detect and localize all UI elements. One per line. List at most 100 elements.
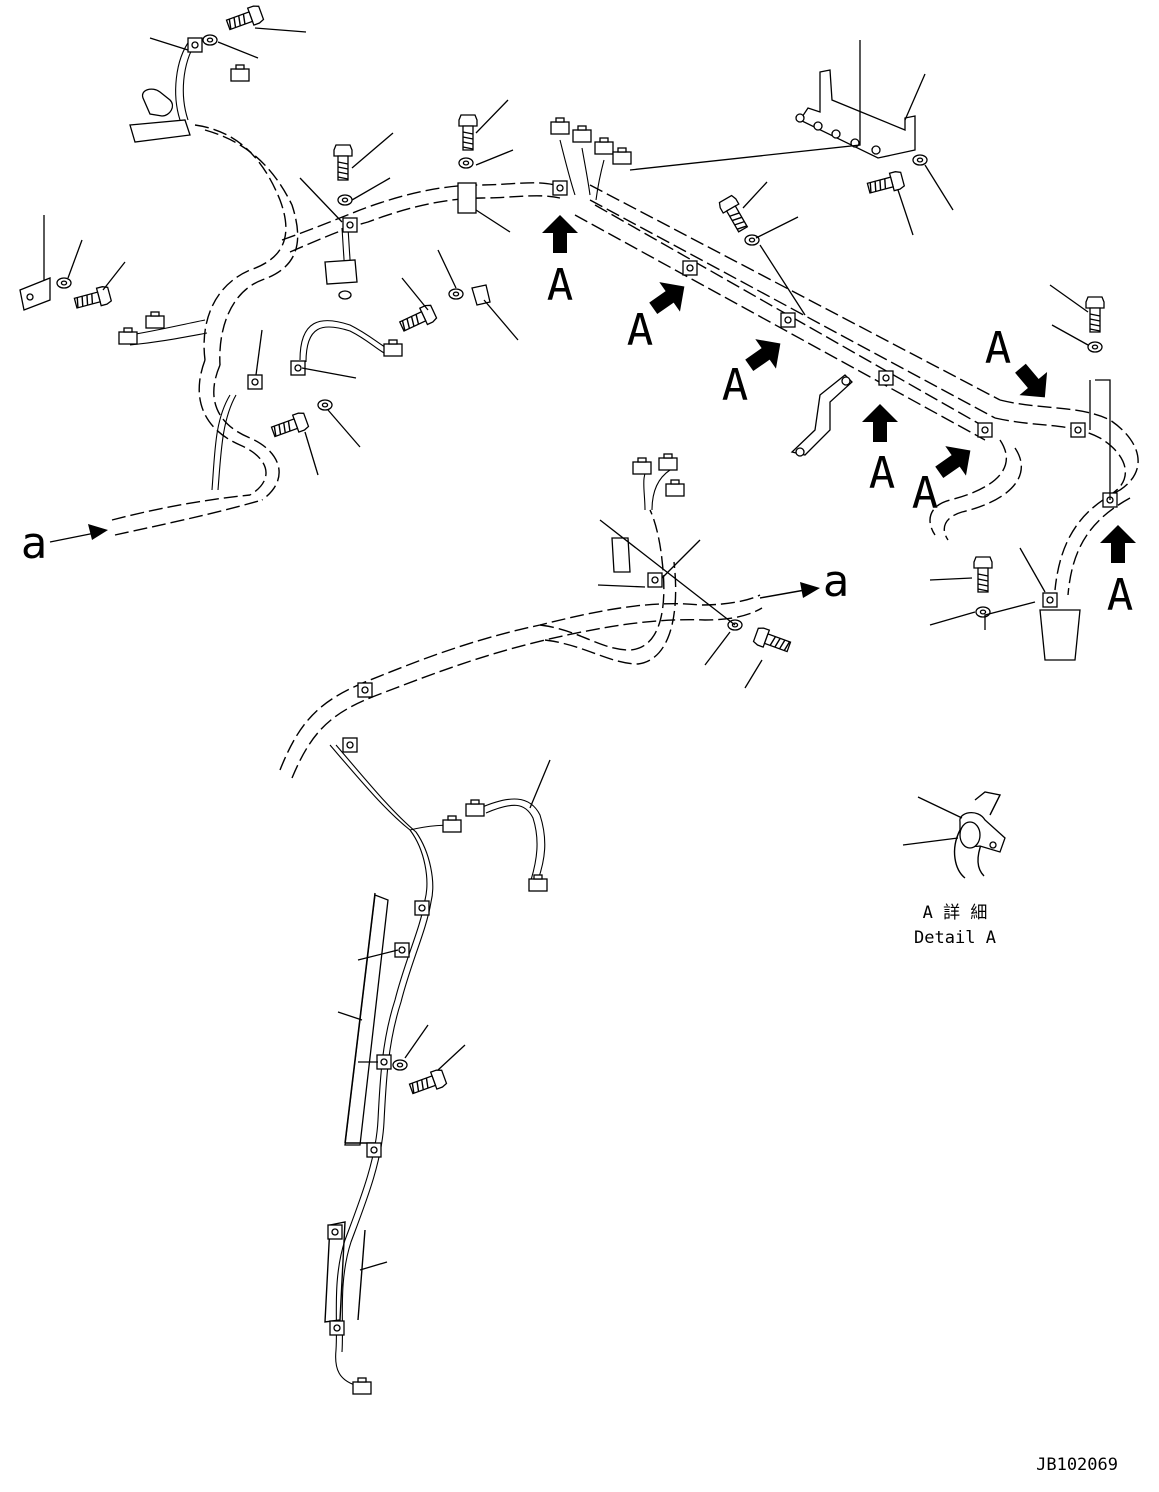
filled-arrow-icon <box>1100 525 1136 563</box>
connector-icon <box>632 457 652 475</box>
harness-upper-mid <box>281 182 561 276</box>
section-arrow-7: A <box>1100 525 1136 621</box>
clamp-icon <box>1070 422 1086 438</box>
washer-icon <box>56 277 72 289</box>
connection-label: a <box>823 556 850 607</box>
bolt-icon <box>717 193 752 235</box>
bolt-icon <box>973 556 993 593</box>
connector-icon <box>145 311 165 329</box>
harness-diagonal <box>574 184 1139 596</box>
hardware-upper-center <box>324 114 478 300</box>
hardware-bracket-top-right <box>717 69 928 246</box>
bolt-icon <box>224 3 265 34</box>
connection-marker-right: a <box>759 556 850 607</box>
connector-icon <box>442 815 462 833</box>
filled-arrow-icon <box>1006 356 1059 409</box>
clamp-icon <box>187 37 203 53</box>
connector-icon <box>572 125 592 143</box>
bolt-icon <box>752 625 793 656</box>
section-arrow-1: A <box>542 215 578 311</box>
filled-arrow-icon <box>862 404 898 442</box>
connector-icon <box>118 327 138 345</box>
section-arrow-2: A <box>627 271 695 356</box>
section-arrow-3: A <box>722 328 791 411</box>
section-label: A <box>912 468 939 519</box>
connector-icon <box>383 339 403 357</box>
clamp-icon <box>376 1054 392 1070</box>
connector-icon <box>352 1377 372 1395</box>
clamp-icon <box>342 217 358 233</box>
clamp-icon <box>247 374 263 390</box>
hardware-top-left <box>129 3 265 143</box>
detail-a-inset: A 詳 細 Detail A <box>902 791 1006 948</box>
bolt-icon <box>269 410 310 441</box>
clamp-icon <box>647 572 663 588</box>
hardware-right <box>973 296 1105 661</box>
clamp-icon <box>682 260 698 276</box>
detail-en-label: Detail A <box>914 928 996 948</box>
connector-icon <box>230 64 250 82</box>
hardware-lower-center <box>342 453 793 892</box>
harness-mid-left-wire <box>129 319 391 491</box>
clamp-icon <box>552 180 568 196</box>
washer-icon <box>1087 341 1103 353</box>
clamp-icon <box>357 682 373 698</box>
washer-icon <box>202 34 218 46</box>
washer-icon <box>392 1059 408 1071</box>
clamp-icon <box>329 1320 345 1336</box>
connection-label: a <box>21 518 48 569</box>
clamp-icon <box>327 1224 343 1240</box>
section-label: A <box>722 360 749 411</box>
harness-lower <box>279 464 763 779</box>
filled-arrow-icon <box>1100 525 1136 563</box>
connection-marker-left: a <box>21 518 108 569</box>
bolt-icon <box>407 1067 448 1098</box>
leader-lines <box>43 27 1111 1271</box>
connector-icon <box>550 117 570 135</box>
section-arrow-6: A <box>985 323 1059 409</box>
bolt-icon <box>72 284 113 313</box>
filled-arrow-icon <box>1006 356 1059 409</box>
clamp-icon <box>1042 592 1058 608</box>
washer-icon <box>448 288 464 300</box>
clamp-icon <box>780 312 796 328</box>
washer-icon <box>337 194 353 206</box>
connector-icon <box>665 479 685 497</box>
filled-arrow-icon <box>542 215 578 253</box>
washer-icon <box>317 399 333 411</box>
clamp-icon <box>878 370 894 386</box>
bolt-icon <box>397 302 439 336</box>
clamp-icon <box>366 1142 382 1158</box>
section-label: A <box>985 323 1012 374</box>
section-label: A <box>627 305 654 356</box>
hardware-center-bolts <box>247 284 491 441</box>
clamp-icon <box>414 900 430 916</box>
hardware-left <box>19 277 165 345</box>
detail-jp-label: A 詳 細 <box>923 903 988 923</box>
washer-icon <box>458 157 474 169</box>
section-arrow-4: A <box>862 404 898 499</box>
section-label: A <box>547 260 574 311</box>
harness-down-branch <box>329 744 546 1386</box>
hardware-down-branch <box>324 892 448 1395</box>
harness-upper-left <box>111 39 299 536</box>
hardware-connectors-top <box>550 117 632 201</box>
bolt-icon <box>458 114 478 151</box>
filled-arrow-icon <box>862 404 898 442</box>
connector-icon <box>594 137 614 155</box>
section-label: A <box>869 448 896 499</box>
section-label: A <box>1107 570 1134 621</box>
section-arrow-5: A <box>912 435 981 519</box>
washer-icon <box>912 154 928 166</box>
connector-icon <box>465 799 485 817</box>
connector-icon <box>612 147 632 165</box>
clamp-icon <box>977 422 993 438</box>
washer-icon <box>975 606 991 618</box>
filled-arrow-icon <box>542 215 578 253</box>
drawing-number: JB102069 <box>1036 1455 1118 1475</box>
bolt-icon <box>333 144 353 181</box>
clamp-icon <box>342 737 358 753</box>
bolt-icon <box>1085 296 1105 333</box>
